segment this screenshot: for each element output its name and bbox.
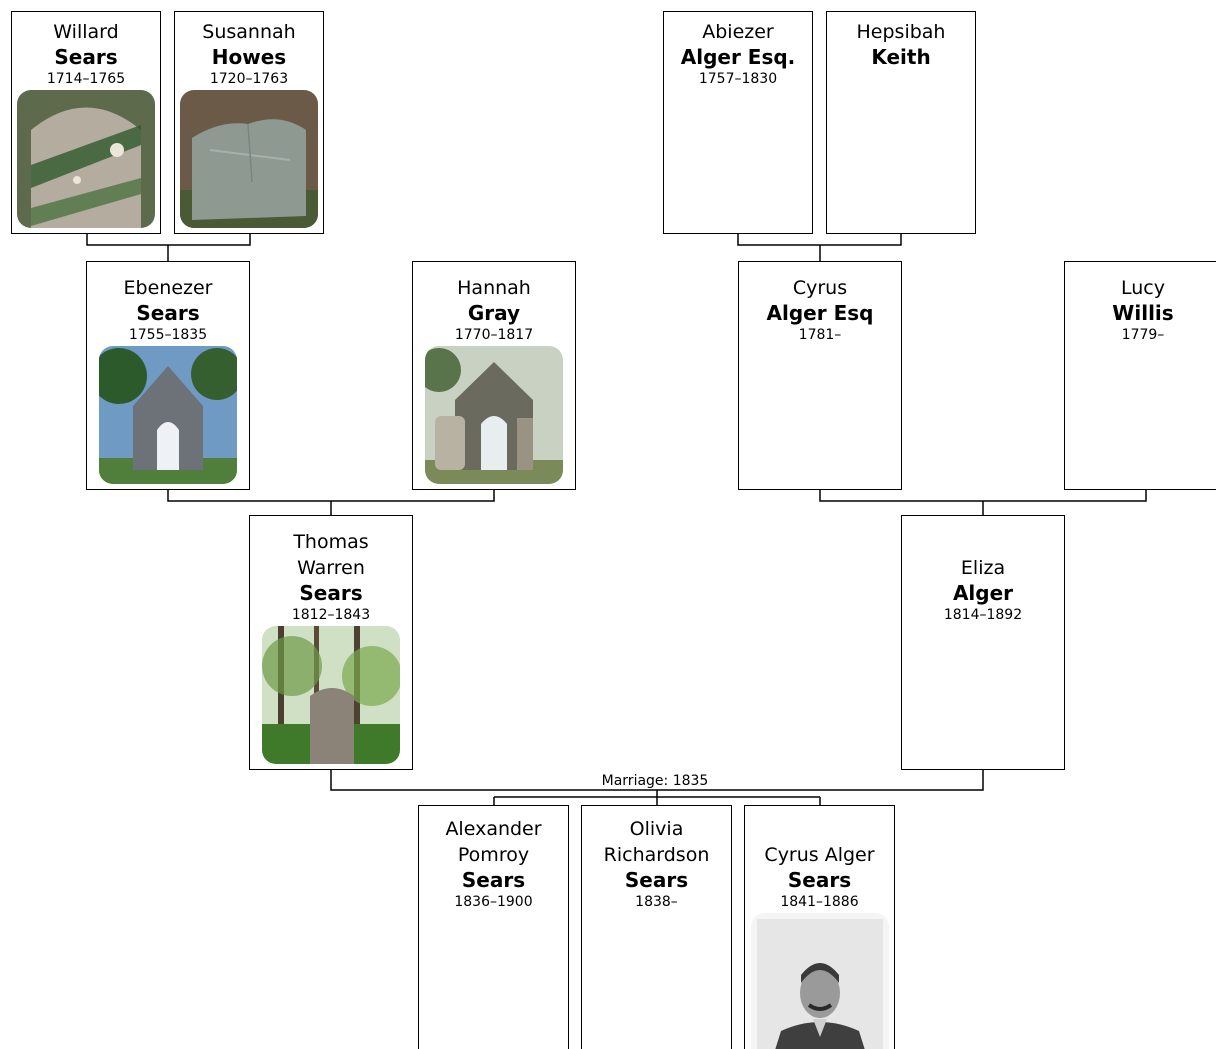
given-name-first: Thomas	[293, 531, 369, 553]
life-dates: 1770–1817	[454, 327, 534, 343]
life-dates: 1781–	[798, 327, 842, 343]
gravestone-photo[interactable]	[17, 90, 155, 228]
life-dates: 1720–1763	[209, 71, 289, 87]
given-name: Cyrus Alger	[764, 844, 875, 866]
given-name: Abiezer	[702, 21, 774, 43]
life-dates: 1838–	[635, 894, 678, 910]
person-card-olivia-sears[interactable]: Olivia Richardson Sears 1838–	[581, 805, 732, 1049]
surname: Sears	[136, 301, 200, 325]
surname: Keith	[871, 45, 931, 69]
life-dates: 1714–1765	[46, 71, 126, 87]
tomb-photo[interactable]	[425, 346, 563, 484]
given-name: Willard	[53, 21, 119, 43]
surname: Alger Esq	[766, 301, 874, 325]
person-card-ebenezer-sears[interactable]: Ebenezer Sears 1755–1835	[86, 261, 250, 490]
life-dates: 1814–1892	[943, 607, 1023, 623]
given-name: Susannah	[202, 21, 296, 43]
given-name-middle: Richardson	[603, 844, 710, 866]
surname: Sears	[461, 868, 526, 892]
tomb-photo[interactable]	[99, 346, 237, 484]
surname: Sears	[299, 581, 363, 605]
given-name: Cyrus	[792, 277, 848, 299]
gravestone-photo[interactable]	[180, 90, 318, 228]
person-card-thomas-sears[interactable]: Thomas Warren Sears 1812–1843	[249, 515, 413, 770]
surname: Sears	[787, 868, 852, 892]
person-card-cyrus-alger[interactable]: Cyrus Alger Esq 1781–	[738, 261, 902, 490]
marriage-label: Marriage: 1835	[601, 773, 709, 789]
surname: Sears	[54, 45, 118, 69]
given-name: Hepsibah	[856, 21, 946, 43]
life-dates: 1757–1830	[698, 71, 778, 87]
person-card-eliza-alger[interactable]: Eliza Alger 1814–1892	[901, 515, 1065, 770]
surname: Alger Esq.	[680, 45, 796, 69]
portrait-photo[interactable]	[750, 913, 889, 1049]
person-card-cyrus-alger-sears[interactable]: Cyrus Alger Sears 1841–1886	[744, 805, 895, 1049]
life-dates: 1779–	[1121, 327, 1165, 343]
surname: Willis	[1112, 301, 1174, 325]
given-name: Ebenezer	[123, 277, 213, 299]
person-card-alexander-sears[interactable]: Alexander Pomroy Sears 1836–1900	[418, 805, 569, 1049]
surname: Howes	[211, 45, 287, 69]
surname: Alger	[952, 581, 1014, 605]
gravestone-photo[interactable]	[262, 626, 400, 764]
person-card-susannah-howes[interactable]: Susannah Howes 1720–1763	[174, 11, 324, 234]
person-card-abiezer-alger[interactable]: Abiezer Alger Esq. 1757–1830	[663, 11, 813, 234]
surname: Sears	[624, 868, 689, 892]
given-name: Eliza	[960, 557, 1006, 579]
life-dates: 1812–1843	[291, 607, 371, 623]
person-card-lucy-willis[interactable]: Lucy Willis 1779–	[1064, 261, 1216, 490]
person-card-hannah-gray[interactable]: Hannah Gray 1770–1817	[412, 261, 576, 490]
life-dates: 1841–1886	[780, 894, 859, 910]
person-card-hepsibah-keith[interactable]: Hepsibah Keith	[826, 11, 976, 234]
given-name-middle: Warren	[297, 557, 365, 579]
given-name: Lucy	[1121, 277, 1165, 299]
given-name-first: Alexander	[445, 818, 542, 840]
given-name-middle: Pomroy	[457, 844, 530, 866]
person-card-willard-sears[interactable]: Willard Sears 1714–1765	[11, 11, 161, 234]
life-dates: 1836–1900	[454, 894, 533, 910]
given-name: Hannah	[457, 277, 531, 299]
given-name-first: Olivia	[629, 818, 684, 840]
life-dates: 1755–1835	[128, 327, 208, 343]
surname: Gray	[467, 301, 521, 325]
